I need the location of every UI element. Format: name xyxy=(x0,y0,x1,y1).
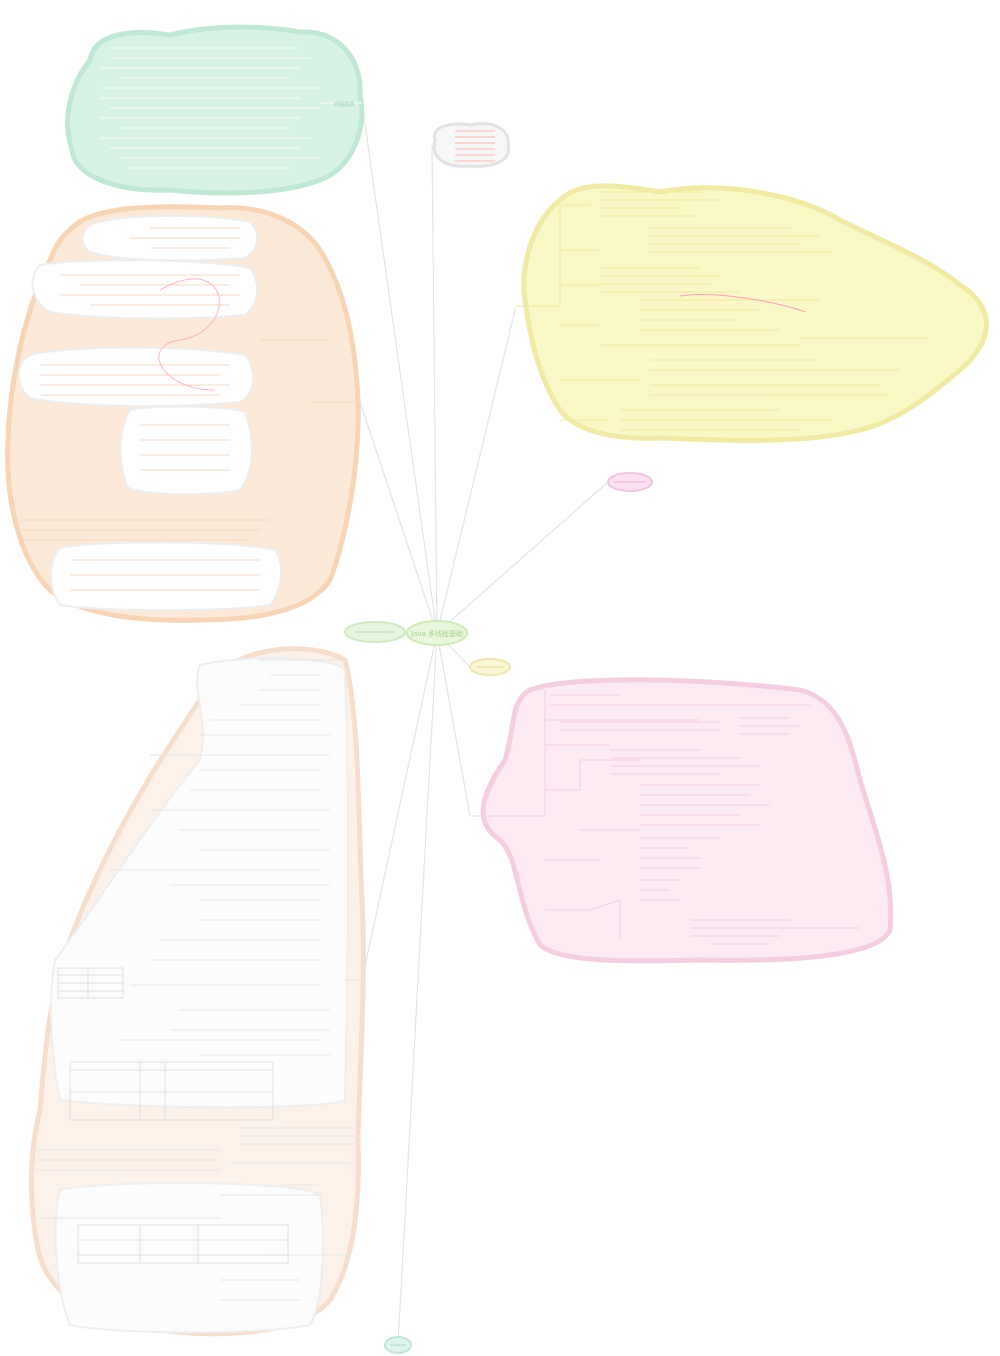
center-node-label: Java 多线程基础 xyxy=(410,629,463,638)
table-top xyxy=(57,967,124,999)
center-node[interactable]: Java 多线程基础 xyxy=(406,620,468,646)
branch-node-bottom[interactable] xyxy=(384,1336,412,1354)
branch-node-yellow-small[interactable] xyxy=(469,658,511,676)
branch-cloud-yellow[interactable] xyxy=(516,183,989,443)
branch-cloud-green[interactable]: 线程基础 xyxy=(65,24,365,196)
branch-cloud-pink[interactable] xyxy=(470,677,894,964)
branch-cloud-orange[interactable] xyxy=(5,204,361,623)
table-middle xyxy=(69,1061,274,1121)
connector-lines xyxy=(359,102,609,1345)
branch-node-center-left[interactable] xyxy=(344,621,406,643)
branch-label-top-left: 线程基础 xyxy=(334,101,354,108)
branch-cloud-peach[interactable] xyxy=(28,646,366,1337)
branch-node-pink-small[interactable] xyxy=(607,472,653,492)
branch-cloud-grey[interactable] xyxy=(432,122,511,168)
table-bottom xyxy=(77,1224,289,1264)
